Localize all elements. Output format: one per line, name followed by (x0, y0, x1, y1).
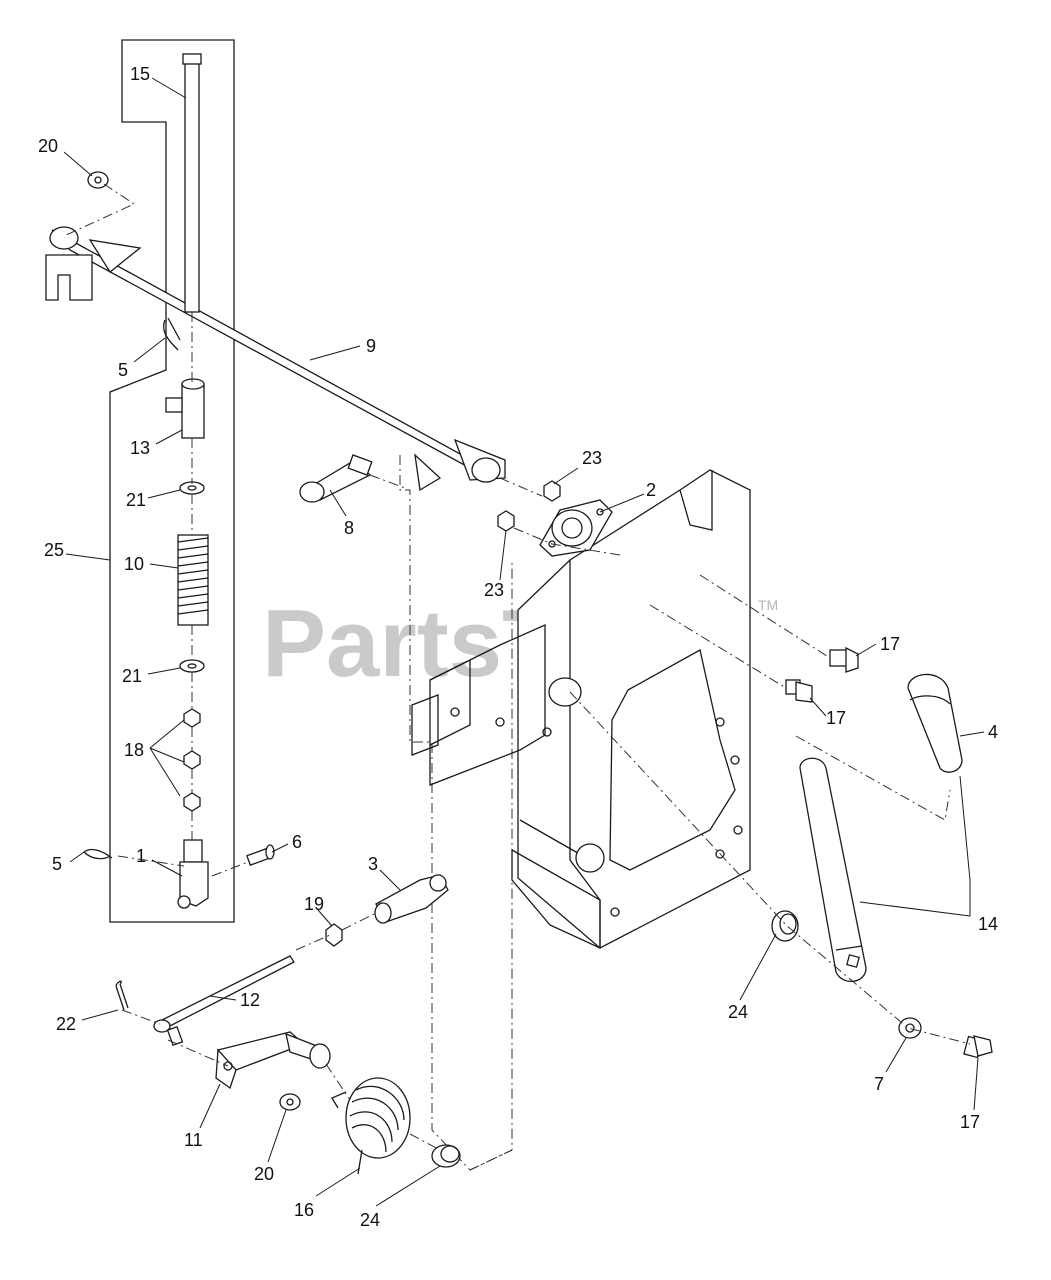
callout-11: 11 (184, 1130, 203, 1150)
part-1-clevis (177, 839, 209, 909)
alignment-lines (63, 183, 971, 1171)
callout-24-lower: 24 (360, 1210, 380, 1230)
part-15-rod (182, 53, 202, 313)
part-19-nut (325, 923, 343, 947)
callout-23: 23 (582, 448, 602, 468)
callout-9: 9 (366, 336, 376, 356)
part-14-lever (799, 757, 867, 982)
callout-18: 18 (124, 740, 144, 760)
callout-5: 5 (118, 360, 128, 380)
callout-8: 8 (344, 518, 354, 538)
part-24-bushing-lower (431, 1144, 461, 1168)
part-20-washer (87, 171, 109, 189)
callout-1: 1 (136, 846, 146, 866)
part-5-hairpin (163, 317, 181, 351)
callout-14: 14 (978, 914, 998, 934)
callout-23-lower: 23 (484, 580, 504, 600)
part-17-bolt-upper (829, 646, 859, 673)
part-8-clip (299, 454, 373, 503)
callout-17-middle: 17 (826, 708, 846, 728)
callout-13: 13 (130, 438, 150, 458)
part-4-grip (907, 673, 963, 773)
callout-25: 25 (44, 540, 64, 560)
callout-21: 21 (126, 490, 146, 510)
assembly-boundary-box (109, 39, 235, 923)
callout-3: 3 (368, 854, 378, 874)
callout-10: 10 (124, 554, 144, 574)
part-17-bolt-lower (963, 1035, 993, 1059)
part-3-yoke (374, 874, 449, 924)
part-21-washer-lower (179, 659, 205, 673)
part-9-cross-shaft (45, 226, 506, 492)
callout-2: 2 (646, 480, 656, 500)
callout-5-lower: 5 (52, 854, 62, 874)
leader-lines (63, 77, 985, 1207)
part-10-spring (177, 534, 209, 626)
part-5-hairpin-lower (83, 848, 113, 860)
callout-22: 22 (56, 1014, 76, 1034)
callout-17-lower: 17 (960, 1112, 980, 1132)
part-23-nut-lower (497, 510, 515, 532)
part-7-washer (898, 1017, 922, 1039)
watermark-tm: TM (758, 597, 778, 613)
part-18-nuts (183, 708, 201, 812)
callout-12: 12 (240, 990, 260, 1010)
callout-7: 7 (874, 1074, 884, 1094)
callout-17: 17 (880, 634, 900, 654)
callout-21-lower: 21 (122, 666, 142, 686)
part-12-rod (153, 955, 295, 1047)
part-23-nut-upper (543, 480, 561, 502)
control-bracket-plate (411, 469, 751, 950)
callout-15: 15 (130, 64, 150, 84)
callout-6: 6 (292, 832, 302, 852)
part-6-pin (246, 844, 275, 866)
callout-labels: 15 20 9 5 13 21 25 10 21 18 5 1 6 8 23 2… (38, 64, 998, 1230)
callout-20-lower: 20 (254, 1164, 274, 1184)
part-17-bolt-middle (785, 679, 813, 703)
part-2-flange-bearing (539, 499, 613, 557)
callout-16: 16 (294, 1200, 314, 1220)
frame-phantom-outline (399, 455, 513, 1171)
part-24-bushing-upper (771, 910, 799, 942)
callout-19: 19 (304, 894, 324, 914)
callout-20: 20 (38, 136, 58, 156)
callout-24: 24 (728, 1002, 748, 1022)
part-16-torsion-spring (331, 1077, 411, 1175)
part-11-arm (215, 1031, 331, 1090)
part-22-cotter-pin (115, 980, 129, 1011)
callout-4: 4 (988, 722, 998, 742)
part-13-swivel (165, 378, 205, 439)
part-20-washer-lower (279, 1093, 301, 1111)
